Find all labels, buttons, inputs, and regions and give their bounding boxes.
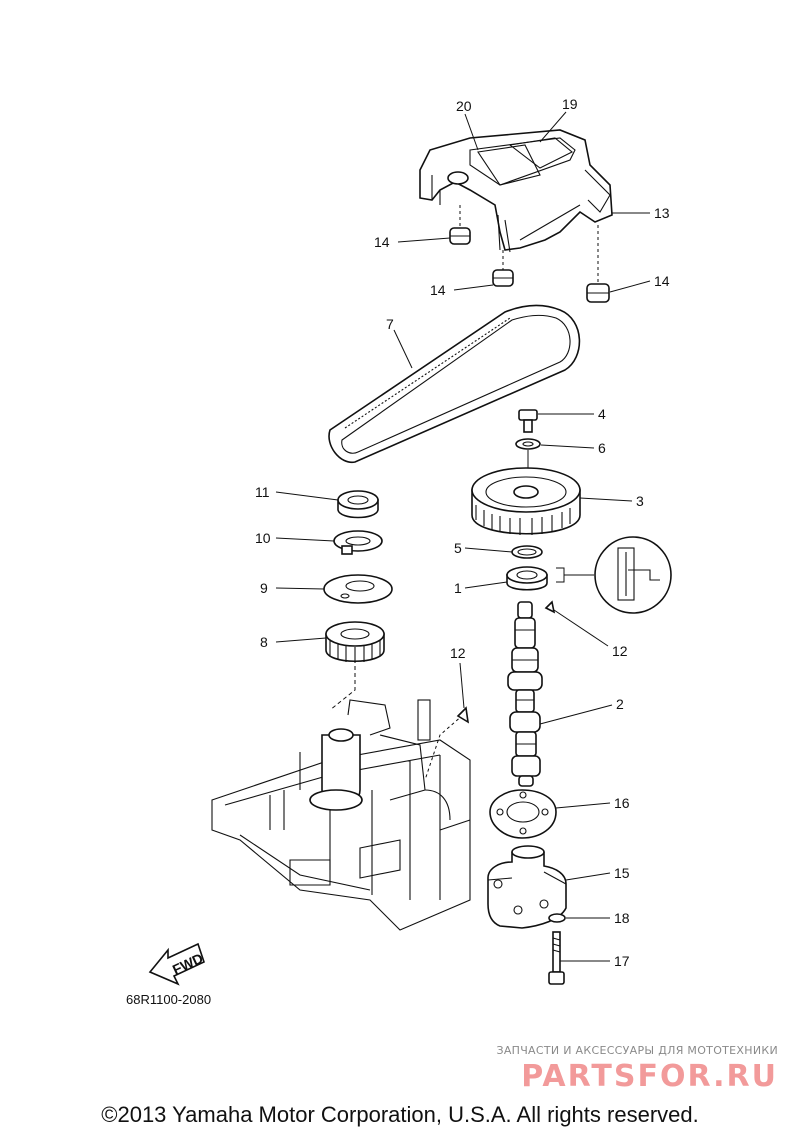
pump-bolt <box>548 931 565 985</box>
callout-11: 11 <box>255 484 270 500</box>
o-ring <box>511 545 543 559</box>
callout-14: 14 <box>374 234 390 250</box>
callout-8: 8 <box>260 634 268 650</box>
fwd-arrow: FWD <box>148 942 206 986</box>
callout-12: 12 <box>612 643 628 659</box>
copyright-notice: ©2013 Yamaha Motor Corporation, U.S.A. A… <box>101 1102 699 1127</box>
grommet <box>492 269 514 287</box>
watermark-tagline: ЗАПЧАСТИ И АКСЕССУАРЫ ДЛЯ МОТОТЕХНИКИ <box>496 1044 778 1057</box>
callout-7: 7 <box>386 316 394 332</box>
callout-12: 12 <box>450 645 466 661</box>
woodruff-key <box>456 706 470 724</box>
lock-washer <box>333 530 383 555</box>
woodruff-key <box>544 600 556 614</box>
watermark: ЗАПЧАСТИ И АКСЕССУАРЫ ДЛЯ МОТОТЕХНИКИ PA… <box>496 1044 778 1094</box>
callout-13: 13 <box>654 205 670 221</box>
washer <box>515 438 541 450</box>
callout-2: 2 <box>616 696 624 712</box>
callout-14: 14 <box>654 273 670 289</box>
callout-17: 17 <box>614 953 630 969</box>
detail-inset <box>556 536 672 614</box>
camshaft-pulley <box>471 467 581 535</box>
callout-10: 10 <box>255 530 271 546</box>
callout-18: 18 <box>614 910 630 926</box>
callout-1: 1 <box>454 580 462 596</box>
bolt <box>518 409 538 433</box>
cylinder-head <box>211 699 471 931</box>
leader-lines <box>275 111 651 962</box>
diagram-code: 68R1100-2080 <box>126 992 212 1007</box>
callout-3: 3 <box>636 493 644 509</box>
grommet <box>586 283 610 303</box>
plate <box>323 574 393 604</box>
callout-9: 9 <box>260 580 268 596</box>
oil-seal <box>506 566 548 591</box>
callout-6: 6 <box>598 440 606 456</box>
camshaft <box>507 601 543 787</box>
timing-belt-cover <box>419 129 613 253</box>
watermark-logo: PARTSFOR.RU <box>521 1059 778 1094</box>
callout-15: 15 <box>614 865 630 881</box>
callout-14: 14 <box>430 282 446 298</box>
callout-16: 16 <box>614 795 630 811</box>
washer <box>548 913 566 923</box>
callout-5: 5 <box>454 540 462 556</box>
grommet <box>449 227 471 245</box>
timing-belt <box>328 304 581 463</box>
callout-20: 20 <box>456 98 472 114</box>
callout-19: 19 <box>562 96 578 112</box>
oil-pump <box>487 845 567 929</box>
callout-4: 4 <box>598 406 606 422</box>
drive-sprocket <box>325 621 385 663</box>
gasket <box>489 789 557 839</box>
nut <box>337 490 379 519</box>
